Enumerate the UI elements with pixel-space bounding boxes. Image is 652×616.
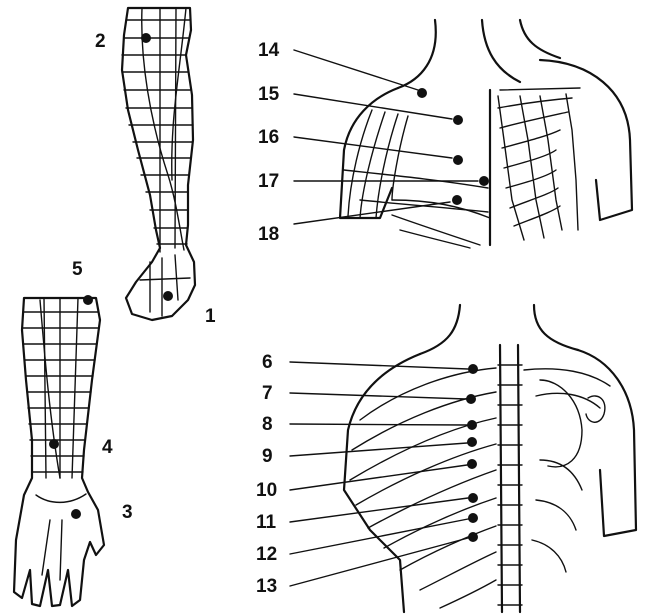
- chest-panel: 14 15 16 17 18: [258, 18, 634, 249]
- point-11-marker: [468, 493, 478, 503]
- point-4-marker: [49, 439, 59, 449]
- point-9-label: 9: [262, 446, 273, 467]
- chest-right-shoulder: [538, 58, 634, 222]
- point-1-marker: [163, 291, 173, 301]
- spine: [498, 343, 522, 614]
- point-14-label: 14: [258, 40, 280, 61]
- point-8-marker: [467, 420, 477, 430]
- back-panel: 6 7 8 9 10 11 12 13: [256, 303, 638, 614]
- scapula: [539, 379, 606, 468]
- chest-shoulder-outline: [338, 86, 400, 220]
- point-18-label: 18: [258, 224, 279, 245]
- back-left-outline: [342, 352, 422, 614]
- leg-grid: [121, 7, 194, 317]
- point-2-label: 2: [95, 31, 106, 52]
- point-7-label: 7: [262, 383, 273, 404]
- rib-cage: [497, 87, 581, 241]
- point-17-marker: [479, 176, 489, 186]
- point-16-label: 16: [258, 127, 279, 148]
- point-12-marker: [468, 513, 478, 523]
- point-6-label: 6: [262, 352, 273, 373]
- back-neck: [418, 303, 580, 356]
- chest-muscle-lines: [343, 109, 491, 249]
- point-11-label: 11: [256, 512, 277, 533]
- point-13-marker: [468, 532, 478, 542]
- point-10-marker: [467, 459, 477, 469]
- back-right-outline: [576, 348, 638, 538]
- point-16-marker: [453, 155, 463, 165]
- back-muscle-lines: [349, 367, 611, 609]
- forearm-hand-panel: 5 4 3: [12, 259, 133, 608]
- back-leader-lines: [289, 361, 469, 587]
- leg-panel: 2 1: [95, 6, 216, 327]
- point-5-marker: [83, 295, 93, 305]
- point-3-label: 3: [122, 502, 133, 523]
- point-6-marker: [468, 364, 478, 374]
- chest-leader-lines: [293, 49, 479, 225]
- point-2-marker: [141, 33, 151, 43]
- point-15-marker: [453, 115, 463, 125]
- point-12-label: 12: [256, 544, 277, 565]
- point-3-marker: [71, 509, 81, 519]
- point-4-label: 4: [102, 437, 113, 458]
- point-8-label: 8: [262, 414, 273, 435]
- point-18-marker: [452, 195, 462, 205]
- point-15-label: 15: [258, 84, 280, 105]
- forearm-hand-outline: [12, 296, 106, 608]
- forearm-grid: [22, 297, 99, 581]
- spine-segments: [497, 364, 523, 606]
- point-9-marker: [467, 437, 477, 447]
- chest-neck: [396, 18, 562, 90]
- point-13-label: 13: [256, 576, 277, 597]
- point-5-label: 5: [72, 259, 83, 280]
- point-14-marker: [417, 88, 427, 98]
- point-10-label: 10: [256, 480, 277, 501]
- point-7-marker: [466, 394, 476, 404]
- point-1-label: 1: [205, 306, 216, 327]
- point-17-label: 17: [258, 171, 279, 192]
